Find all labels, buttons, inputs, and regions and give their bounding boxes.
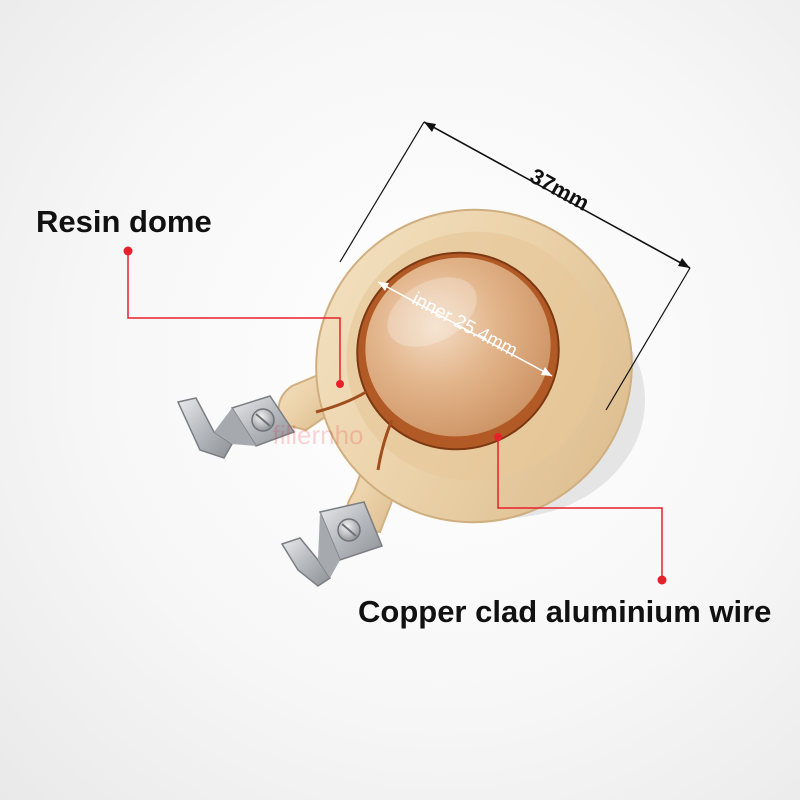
resin-dome-callout — [123, 246, 344, 388]
copper-wire-label: Copper clad aluminium wire — [358, 594, 772, 629]
terminal-upper — [176, 395, 296, 459]
terminal-lower — [280, 501, 383, 587]
outer-dimension-label: 37mm — [526, 163, 594, 216]
resin-dome-label: Resin dome — [36, 204, 212, 239]
coil-lead-wire — [376, 419, 394, 471]
callout-dot — [657, 575, 667, 585]
copper-wire-callout — [494, 433, 667, 585]
watermark: fillernho — [272, 420, 363, 450]
callout-dot — [336, 380, 344, 388]
coil-lead-wire — [315, 390, 367, 414]
resin-dome — [365, 257, 551, 437]
